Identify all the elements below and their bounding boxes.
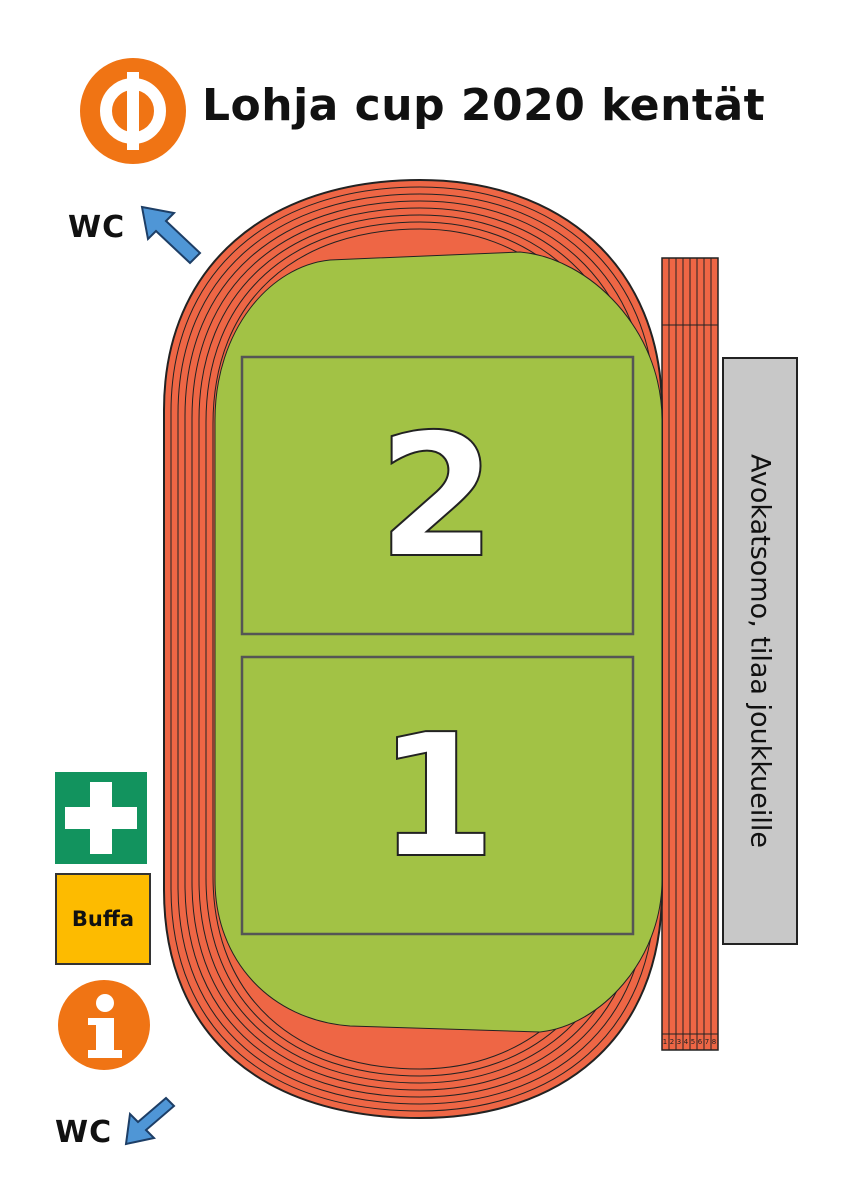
lane-number: 4 — [684, 1038, 689, 1046]
first-aid-cross-icon — [55, 772, 147, 864]
lane-number: 5 — [691, 1038, 695, 1046]
lane-number: 6 — [698, 1038, 703, 1046]
lane-number: 3 — [677, 1038, 681, 1046]
field-1 — [240, 655, 635, 936]
spectator-stand: Avokatsomo, tilaa joukkueille — [722, 357, 798, 945]
wc-label-bottom: WC — [55, 1115, 113, 1150]
buffa-sign: Buffa — [55, 873, 151, 965]
wc-arrow-down-left-icon — [124, 1096, 176, 1146]
wc-arrow-up-left-icon — [140, 205, 202, 265]
op-logo-icon — [80, 58, 186, 164]
field-number-2: 2 — [378, 398, 496, 596]
page-title: Lohja cup 2020 kentät — [202, 80, 766, 131]
field-2 — [240, 355, 635, 636]
field-number-1: 1 — [378, 698, 496, 896]
lane-number: 7 — [705, 1038, 709, 1046]
lane-number: 8 — [712, 1038, 716, 1046]
info-icon — [58, 980, 150, 1070]
lane-number: 2 — [670, 1038, 674, 1046]
stand-label: Avokatsomo, tilaa joukkueille — [744, 454, 776, 848]
lane-number: 1 — [663, 1038, 667, 1046]
wc-label-top: WC — [68, 210, 126, 245]
